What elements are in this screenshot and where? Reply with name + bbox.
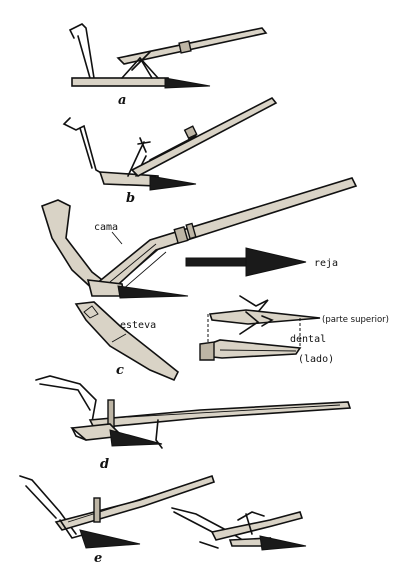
label-a: a xyxy=(118,93,126,108)
label-parte-superior: (parte superior) xyxy=(322,315,389,325)
label-lado: (lado) xyxy=(298,354,334,365)
plow-e-left: e xyxy=(20,476,214,566)
plow-b: b xyxy=(64,98,276,206)
label-reja: reja xyxy=(314,258,338,269)
label-d: d xyxy=(100,457,109,472)
plow-c: cama reja esteva c (parte superior) dent… xyxy=(42,178,389,380)
plow-e-right xyxy=(172,508,306,550)
plow-a: a xyxy=(70,24,266,108)
right-arrow-icon xyxy=(186,248,306,276)
label-b: b xyxy=(126,191,135,206)
label-cama: cama xyxy=(94,222,118,233)
label-esteva: esteva xyxy=(120,320,156,331)
label-c: c xyxy=(116,363,124,378)
label-dental: dental xyxy=(290,334,326,345)
label-e: e xyxy=(94,551,102,566)
plow-d: d xyxy=(36,376,350,472)
